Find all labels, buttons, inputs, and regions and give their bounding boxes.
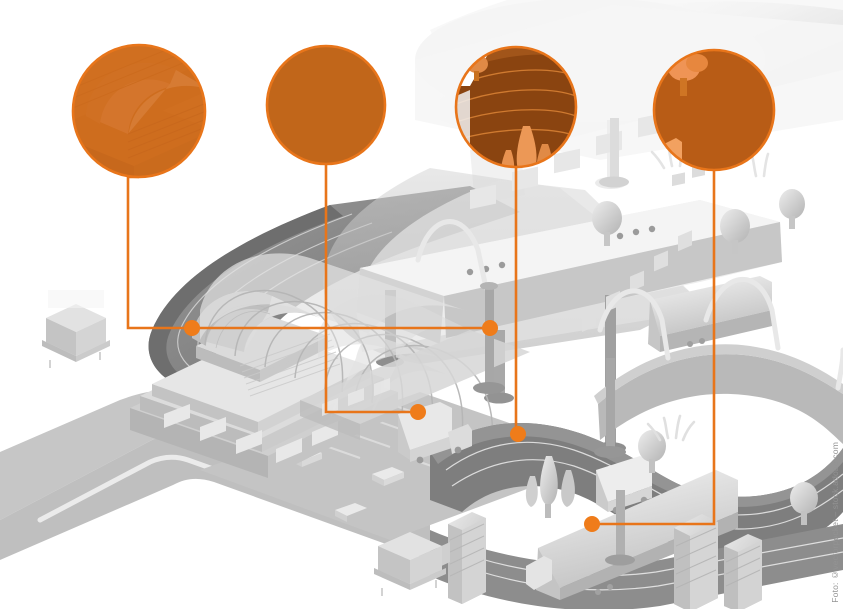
callout-4[interactable]: [652, 44, 782, 172]
photo-credit: Foto: ©vectorpocket – stock.adobe.com: [823, 0, 843, 609]
street-lamp: [599, 118, 629, 188]
leader-dot-2: [410, 404, 426, 420]
leader-line-4: [592, 170, 716, 526]
rail-viaduct: [356, 112, 782, 454]
grass-tuft: [750, 152, 770, 178]
leader-dot-3: [510, 426, 526, 442]
tower-block: [724, 534, 762, 609]
elevated-band-right: [594, 344, 843, 444]
leader-dot-4: [584, 516, 600, 532]
ground-road-loop: [0, 390, 430, 560]
tree: [592, 201, 622, 246]
parked-car: [372, 467, 404, 486]
tree-conifer: [525, 456, 575, 518]
arched-platform-canopy: [200, 253, 530, 448]
street-lamp: [594, 358, 626, 458]
flat-building: [374, 532, 446, 596]
callout-1[interactable]: [70, 34, 214, 186]
leader-line-2: [324, 164, 418, 414]
tree: [779, 189, 805, 229]
street-lamp: [473, 282, 505, 394]
tower-block: [674, 514, 718, 609]
leader-dot-1b: [482, 320, 498, 336]
tower-block: [437, 512, 486, 604]
tree: [720, 209, 750, 254]
tree: [790, 482, 818, 525]
callout-2[interactable]: [265, 14, 392, 166]
arch-lamp: [415, 219, 843, 391]
flat-building: [42, 290, 110, 368]
grass-tuft: [646, 414, 696, 442]
callout-leader-lines: [126, 164, 716, 532]
leader-dot-1: [184, 320, 200, 336]
photo-credit-text: Foto: ©vectorpocket – stock.adobe.com: [830, 442, 840, 603]
parked-car: [335, 503, 367, 522]
